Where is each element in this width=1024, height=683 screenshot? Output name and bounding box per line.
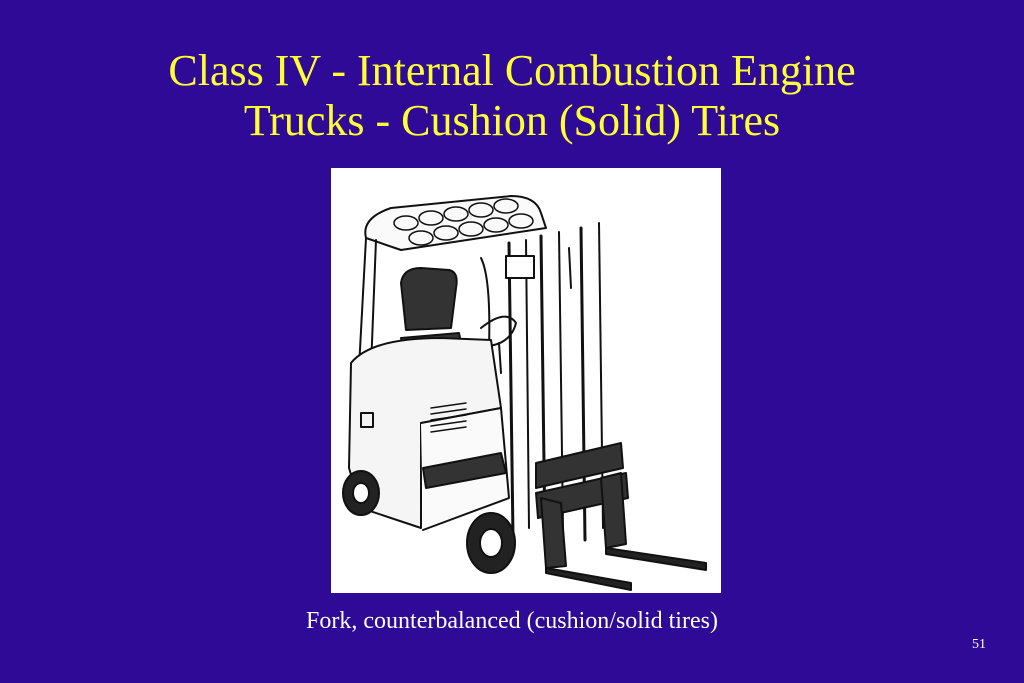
- wheels: [342, 470, 516, 574]
- slide-title: Class IV - Internal Combustion Engine Tr…: [60, 46, 964, 146]
- slide-title-line-1: Class IV - Internal Combustion Engine: [168, 46, 856, 95]
- forklift-illustration: [331, 168, 721, 593]
- slide-number: 51: [972, 637, 986, 652]
- overhead-guard: [364, 195, 547, 251]
- forks: [535, 442, 707, 591]
- slide-title-line-2: Trucks - Cushion (Solid) Tires: [243, 96, 781, 145]
- truck-body: [348, 337, 510, 531]
- figure-caption: Fork, counterbalanced (cushion/solid tir…: [306, 608, 718, 634]
